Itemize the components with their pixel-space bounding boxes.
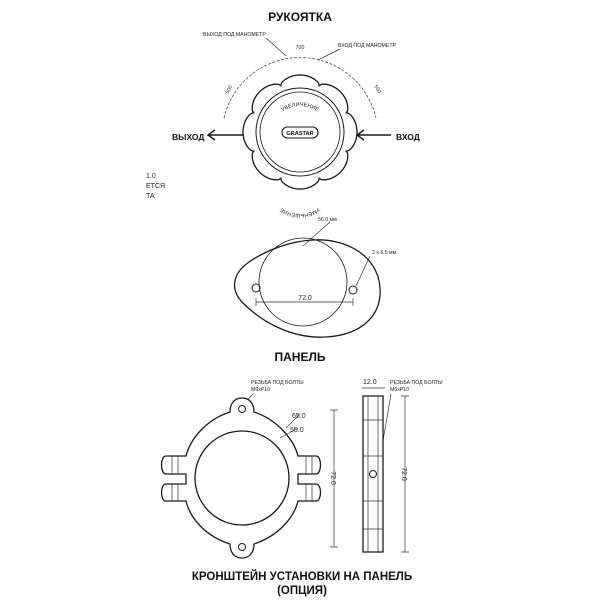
outlet-arrow-icon <box>206 129 244 141</box>
panel-bolt-hole-right <box>348 285 358 295</box>
panel-bolt-dim-leader <box>355 255 371 287</box>
outlet-gauge-leader <box>265 37 287 57</box>
bracket-inner-dim-leader <box>279 427 299 439</box>
bracket-side-details <box>363 396 383 552</box>
brand-badge <box>281 126 319 139</box>
dim-left-label: 500 <box>225 84 235 95</box>
bracket-front-height-dim: 72.0 <box>329 471 336 485</box>
dim-right-label: 550 <box>372 84 382 95</box>
bracket-outer-dim: 65.0 <box>292 413 306 420</box>
decrease-label: УМЕНЬШЕНИЕ <box>279 206 321 218</box>
bracket-thread-label-left-1: РЕЗЬБА ПОД БОЛТЫ <box>251 380 304 386</box>
bracket-side-height-dim: 72.0 <box>400 467 407 481</box>
panel-spacing-dim-line <box>255 298 354 306</box>
bracket-side-bolt-hole <box>369 470 377 478</box>
bracket-thread-label-left-2: M6xP10 <box>251 387 270 393</box>
inlet-arrow-icon <box>355 129 391 141</box>
bracket-front-height-dim-line <box>330 409 338 548</box>
panel-hole-dim: 56.0 мм <box>318 217 337 223</box>
bracket-ear-lines <box>171 456 313 501</box>
panel-hole-dim-leader <box>302 221 331 247</box>
handle-inner-ring <box>259 91 341 173</box>
handle-title: РУКОЯТКА <box>268 10 332 24</box>
panel-bolt-dim: 2 x 6.5 мм <box>372 250 397 256</box>
bracket-side-outline <box>362 395 384 553</box>
panel-plate-outline <box>234 239 381 338</box>
bracket-thread-label-right-2: M6xP10 <box>390 387 409 393</box>
bracket-inner-dim: 55.0 <box>290 427 304 434</box>
panel-title: ПАНЕЛЬ <box>274 350 325 364</box>
dim-top-label: 700 <box>296 45 305 51</box>
bracket-outer-dim-leader <box>285 413 301 429</box>
side-note-line-1: 1.0 <box>146 173 156 180</box>
bracket-title-line-1: КРОНШТЕЙН УСТАНОВКИ НА ПАНЕЛЬ <box>192 570 412 583</box>
bracket-thread-label-right-1: РЕЗЬБА ПОД БОЛТЫ <box>390 380 443 386</box>
bracket-side-width-dim: 12.0 <box>363 379 377 386</box>
panel-bolt-hole-left <box>251 283 261 293</box>
side-note-line-2: ЕТСЯ <box>146 183 165 190</box>
bracket-bolt-hole-bottom <box>238 543 246 551</box>
panel-spacing-dim: 72.0 <box>298 295 312 302</box>
increase-label: УВЕЛИЧЕНИЕ <box>280 102 320 114</box>
outlet-gauge-label: ВЫХОД ПОД МАНОМЕТР <box>203 32 266 38</box>
bracket-ring-hole <box>194 430 290 526</box>
side-note-line-3: ТА <box>146 193 155 200</box>
panel-center-hole <box>258 237 348 327</box>
inlet-label: ВХОД <box>396 132 420 142</box>
bracket-bolt-hole-top <box>238 405 246 413</box>
handle-dimension-arc <box>223 57 377 119</box>
inlet-gauge-leader <box>317 48 341 61</box>
brand-logo-text: GRASTAR <box>286 131 313 137</box>
bracket-title-line-2: (ОПЦИЯ) <box>277 585 327 597</box>
bracket-side-height-dim-line <box>401 395 409 553</box>
handle-inner-ring-outer <box>255 87 345 177</box>
inlet-gauge-label: ВХОД ПОД МАНОМЕТР <box>338 43 397 49</box>
outlet-label: ВЫХОД <box>172 132 204 142</box>
